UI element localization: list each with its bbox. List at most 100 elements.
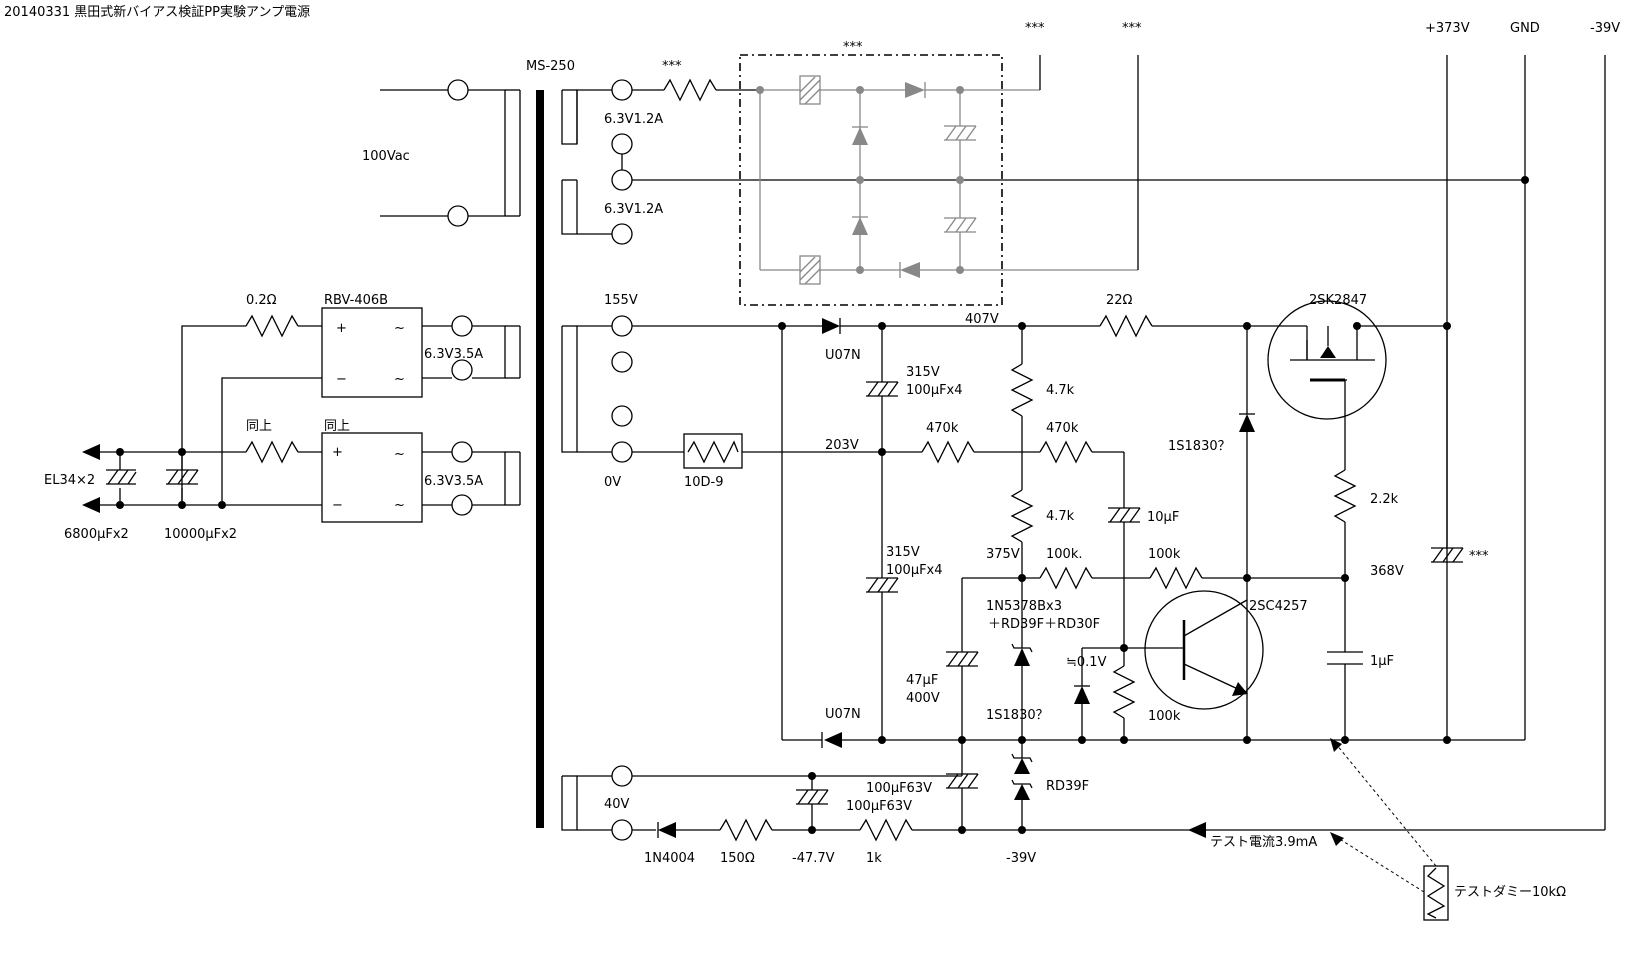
- mains-label: 100Vac: [362, 149, 410, 164]
- zener-rd39f-a: [1014, 758, 1030, 774]
- hv-terminal-155v: [611, 315, 633, 337]
- sec63a-terminal-top: [451, 315, 473, 337]
- rail-gnd-label: GND: [1510, 21, 1540, 36]
- resistor-100k-a: [1039, 566, 1093, 590]
- rbv2-ac-a: ~: [394, 447, 405, 462]
- sec63b-terminal-top: [451, 441, 473, 463]
- resistor-100k-b: [1149, 566, 1203, 590]
- dummy-label: テストダミー10kΩ: [1454, 885, 1566, 900]
- r100k-b-label: 100k: [1148, 547, 1181, 562]
- rbv2-plus: +: [332, 445, 343, 460]
- v203-label: 203V: [825, 438, 859, 453]
- cap-373v-rail: [1431, 547, 1464, 563]
- hv-terminal-0v: [611, 441, 633, 463]
- u07n-bottom-label: U07N: [825, 707, 861, 722]
- transistor-label: 2SC4257: [1249, 599, 1308, 614]
- resistor-150ohm: [719, 818, 773, 842]
- bridge-label: ***: [843, 40, 863, 55]
- test-current-label: テスト電流3.9mA: [1210, 835, 1317, 850]
- cap-315v-bottom: [866, 577, 899, 593]
- output2-label: ***: [1122, 21, 1142, 36]
- r10d9-label: 10D-9: [684, 475, 724, 490]
- c100-63-b-label: 100μF63V: [846, 799, 912, 814]
- r100k-a-label: 100k.: [1046, 547, 1082, 562]
- resistor-4-7k-bottom: [1010, 489, 1034, 543]
- mosfet-2sk2847: 2SK2847: [1267, 293, 1447, 470]
- c315-top-c: 100μFx4: [906, 383, 963, 398]
- bias-terminal-bottom: [611, 819, 633, 841]
- v407-label: 407V: [965, 312, 999, 327]
- resistor-100k-c: [1112, 665, 1136, 719]
- r22-label: 22Ω: [1106, 293, 1133, 308]
- zener-extra-label: ＋RD39F＋RD30F: [988, 617, 1100, 632]
- cap-47uf: [946, 651, 979, 667]
- v39-label: -39V: [1006, 851, 1036, 866]
- r1k-label: 1k: [866, 851, 882, 866]
- r470k-b-label: 470k: [1046, 421, 1079, 436]
- hv-secondary: 155V 0V: [561, 293, 638, 490]
- c47-c-label: 47μF: [906, 673, 938, 688]
- u07n-top-label: U07N: [825, 348, 861, 363]
- output1-label: ***: [1025, 21, 1045, 36]
- heater2-label: 6.3V1.2A: [604, 202, 663, 217]
- diode-0-1v: [1074, 686, 1090, 704]
- bridge-diode-mid-a: [852, 127, 868, 145]
- rbv1-ac-b: ~: [394, 372, 405, 387]
- sec63a-terminal-bottom: [451, 359, 473, 381]
- transistor-2sc4257: 2SC4257: [1124, 590, 1308, 710]
- bridge-diode-top: [905, 82, 925, 98]
- v375-label: 375V: [986, 547, 1020, 562]
- resistor-470k-a: [921, 440, 975, 464]
- r47k-top-label: 4.7k: [1046, 383, 1075, 398]
- v40-label: 40V: [604, 797, 630, 812]
- cap-10uf: [1108, 507, 1141, 523]
- output-arrow-plus: [82, 444, 100, 460]
- r100k-c-label: 100k: [1148, 709, 1181, 724]
- zener-main-label: 1N5378Bx3: [986, 599, 1062, 614]
- r-doujou-label: 同上: [246, 419, 272, 434]
- mains-terminal-bottom: [447, 205, 469, 227]
- supply-rails: +373V GND -39V: [1425, 21, 1620, 830]
- c10u-label: 10μF: [1147, 510, 1179, 525]
- cap-10000uf: [166, 452, 199, 505]
- sec63b-terminal-bottom: [451, 494, 473, 516]
- bridge-capacitor-right-a: [944, 125, 977, 141]
- mosfet-label: 2SK2847: [1309, 293, 1367, 308]
- bridge-capacitor-right-b: [944, 217, 977, 233]
- rbv1-minus: −: [336, 372, 347, 387]
- rbv-bridge-1: [321, 307, 423, 398]
- bridge-capacitor-top-left: [799, 75, 821, 105]
- rbv-bridge-2: [321, 432, 423, 523]
- d1s1830-top-label: 1S1830？: [1168, 439, 1231, 454]
- resistor-2-2k: [1333, 469, 1357, 523]
- bridge-rectifier-block: ***: [739, 21, 1142, 306]
- heater1-terminal-b: [611, 133, 633, 155]
- v0-label: 0V: [604, 475, 621, 490]
- c47-v-label: 400V: [906, 691, 940, 706]
- r47k-bot-label: 4.7k: [1046, 509, 1075, 524]
- c315-top-v: 315V: [906, 365, 940, 380]
- cap-315v-top: [866, 381, 899, 397]
- r02-label: 0.2Ω: [246, 293, 277, 308]
- bridge-enclosure: [739, 54, 1003, 306]
- heater1-terminal-a: [611, 79, 633, 101]
- thermistor-10d9: [683, 433, 743, 469]
- bridge-capacitor-bottom-left: [799, 255, 821, 285]
- heater-resistor: [663, 78, 717, 102]
- c1u-label: 1μF: [1370, 654, 1394, 669]
- cap-100uf-63v-left: [796, 789, 829, 805]
- bias-secondary: 40V: [561, 765, 633, 841]
- resistor-0-2ohm: [245, 314, 299, 338]
- diode-u07n-top: [822, 318, 840, 334]
- v477-label: -47.7V: [792, 851, 835, 866]
- sec63a-label: 6.3V3.5A: [424, 347, 483, 362]
- resistor-470k-b: [1039, 440, 1093, 464]
- hv-terminal-tap1: [611, 351, 633, 373]
- bridge-diode-mid-b: [852, 217, 868, 235]
- mains-input: 100Vac: [362, 79, 521, 227]
- rbv2-label: 同上: [324, 419, 350, 434]
- rail-plus-label: +373V: [1425, 21, 1470, 36]
- hv-terminal-tap2: [611, 405, 633, 427]
- schematic-title: 20140331 黒田式新バイアス検証PP実験アンプ電源: [4, 4, 310, 20]
